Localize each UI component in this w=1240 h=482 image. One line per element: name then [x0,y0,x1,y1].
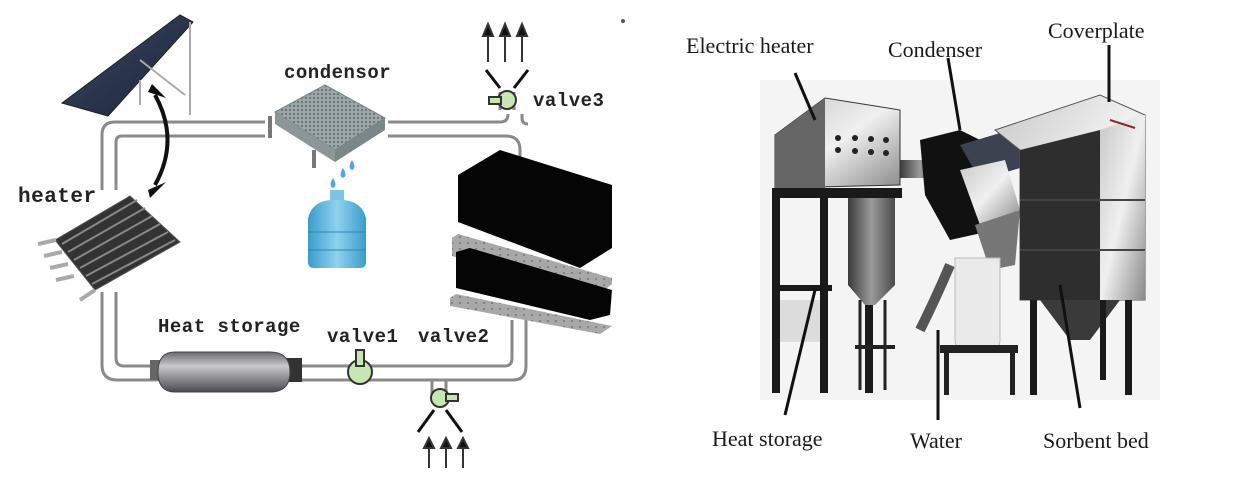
label-electric-heater: Electric heater [686,33,814,58]
label-heater: heater [18,186,97,209]
solar-collector [60,14,194,117]
valve3-icon [484,69,530,110]
water-droplets-icon [330,160,355,188]
label-heat-storage-photo: Heat storage [712,426,823,451]
label-coverplate: Coverplate [1048,18,1145,43]
electric-heater-element [37,195,181,302]
label-sorbent-bed: Sorbent bed [1043,428,1149,453]
valve1-icon [347,349,373,385]
photo-panel: Electric heater Condenser Coverplate Hea… [660,0,1240,482]
label-valve3: valve3 [533,90,605,112]
label-pointers [783,45,1111,420]
label-heat-storage: Heat storage [158,316,301,338]
label-valve2: valve2 [418,326,490,348]
photo-electric-heater [774,97,940,189]
sorbent-bed-lower [450,248,612,334]
label-condenser: Condenser [888,37,983,62]
photo-water-container [915,257,1018,395]
stray-dot [621,19,625,23]
outflow-arrows-icon [481,21,529,62]
photo-heat-storage [848,198,895,390]
schematic-panel: condensor heater Heat storage valve1 val… [18,14,625,468]
apparatus-photo [760,45,1160,420]
label-condensor: condensor [284,62,392,84]
water-bottle-icon [308,190,366,268]
heat-storage-tank [150,351,302,393]
condenser-block [268,84,386,168]
double-arrow-icon [148,84,170,198]
photo-sorbent-bed [993,94,1146,395]
label-valve1: valve1 [327,326,399,348]
inflow-arrows-icon [422,435,470,468]
label-water: Water [910,428,962,453]
schematic-drawing [37,14,625,468]
photo-condenser [920,130,1030,270]
valve2-icon [416,388,464,433]
